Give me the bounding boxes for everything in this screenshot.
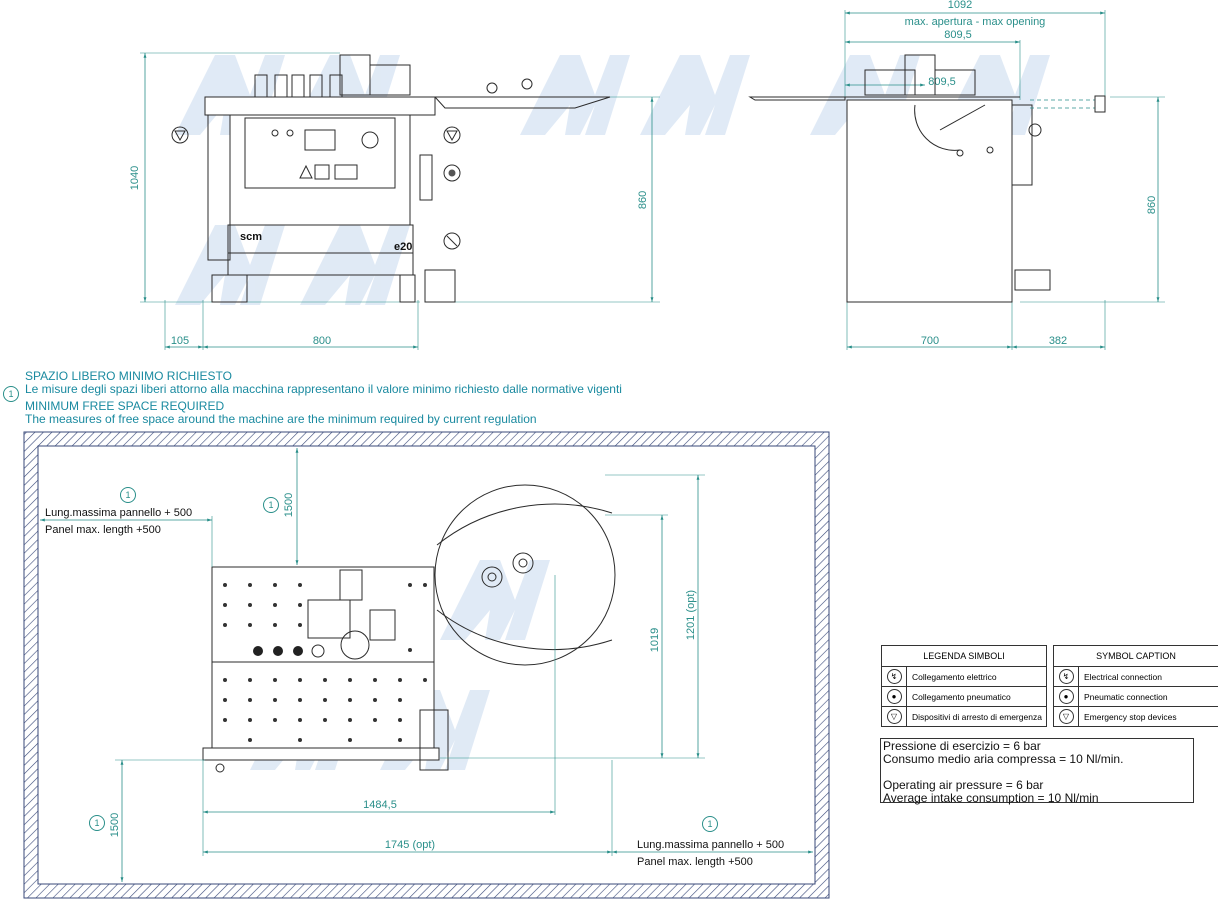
plan-ref-circle-right: 1: [702, 816, 718, 832]
dim-front-width-main: 800: [313, 335, 331, 347]
legend-italian: LEGENDA SIMBOLI ↯ Collegamento elettrico…: [881, 645, 1047, 727]
plan-view: 1500 1500 1019 1201 (opt) 1484,5 1745 (o…: [23, 431, 830, 899]
plan-panel-label-en-left: Panel max. length +500: [45, 524, 161, 536]
note-ref-circle: 1: [3, 386, 19, 402]
note-title-it: SPAZIO LIBERO MINIMO RICHIESTO: [25, 369, 232, 383]
pressure-line: Operating air pressure = 6 bar: [883, 778, 1044, 792]
dim-front-width-left: 105: [171, 335, 189, 347]
dim-front-height-table: 860: [637, 191, 649, 209]
plan-panel-label-it-left: Lung.massima pannello + 500: [45, 507, 192, 519]
dim-plan-1201: 1201 (opt): [685, 590, 697, 640]
dim-plan-1484: 1484,5: [363, 799, 397, 811]
legend-label: Collegamento pneumatico: [912, 691, 1011, 702]
legend-row: ▽ Dispositivi di arresto di emergenza: [882, 707, 1046, 726]
plan-panel-label-it-right: Lung.massima pannello + 500: [637, 839, 784, 851]
pneumatic-icon: ●: [1058, 689, 1074, 704]
front-brand-logo: scm: [240, 231, 262, 243]
legend-label: Electrical connection: [1084, 671, 1162, 682]
pneumatic-icon: ●: [886, 689, 902, 704]
legend-header: LEGENDA SIMBOLI: [882, 646, 1046, 667]
note-ref-number: 1: [8, 389, 14, 399]
legend-label: Dispositivi di arresto di emergenza: [912, 711, 1042, 722]
legend-row: ● Collegamento pneumatico: [882, 687, 1046, 707]
dim-side-depth-main: 700: [921, 335, 939, 347]
dim-side-opening-2: 809,5: [928, 76, 956, 88]
legend-row: ↯ Electrical connection: [1054, 667, 1218, 687]
front-model-label: e20: [394, 241, 412, 253]
dim-plan-1745: 1745 (opt): [385, 839, 435, 851]
dim-side-opening-1: 809,5: [944, 29, 972, 41]
plan-ref-circle-top: 1: [263, 497, 279, 513]
plan-ref-circle-bottom: 1: [89, 815, 105, 831]
pressure-line: Pressione di esercizio = 6 bar: [883, 739, 1041, 753]
plan-ref-number: 1: [125, 490, 131, 500]
legend-row: ▽ Emergency stop devices: [1054, 707, 1218, 726]
legend-label: Emergency stop devices: [1084, 711, 1177, 722]
legend-row: ↯ Collegamento elettrico: [882, 667, 1046, 687]
dim-side-height-table: 860: [1146, 196, 1158, 214]
dim-side-width-total: 1092: [948, 0, 972, 11]
side-view: 1092 max. apertura - max opening 809,5 8…: [748, 0, 1165, 350]
dim-front-height-total: 1040: [129, 166, 141, 190]
legend-english: SYMBOL CAPTION ↯ Electrical connection ●…: [1053, 645, 1218, 727]
note-text-it: Le misure degli spazi liberi attorno all…: [25, 382, 622, 396]
legend-label: Pneumatic connection: [1084, 691, 1168, 702]
dim-plan-bottom-clearance: 1500: [109, 813, 121, 837]
electrical-icon: ↯: [886, 669, 902, 684]
legend-header: SYMBOL CAPTION: [1054, 646, 1218, 667]
pressure-info-box: Pressione di esercizio = 6 bar Consumo m…: [880, 738, 1194, 805]
emergency-stop-icon: ▽: [1058, 709, 1074, 724]
note-text-en: The measures of free space around the ma…: [25, 412, 537, 426]
pressure-line: Consumo medio aria compressa = 10 Nl/min…: [883, 752, 1124, 766]
dim-side-depth-extra: 382: [1049, 335, 1067, 347]
plan-ref-number: 1: [268, 500, 274, 510]
plan-ref-number: 1: [707, 819, 713, 829]
front-view: 1040 860 105 800 scm e20: [129, 52, 660, 350]
electrical-icon: ↯: [1058, 669, 1074, 684]
note-title-en: MINIMUM FREE SPACE REQUIRED: [25, 399, 225, 413]
pressure-line: Average intake consumption = 10 Nl/min: [883, 791, 1099, 805]
emergency-stop-icon: ▽: [886, 709, 902, 724]
legend-label: Collegamento elettrico: [912, 671, 997, 682]
legend-row: ● Pneumatic connection: [1054, 687, 1218, 707]
plan-ref-circle-left: 1: [120, 487, 136, 503]
dim-plan-1019: 1019: [649, 628, 661, 652]
plan-ref-number: 1: [94, 818, 100, 828]
plan-panel-label-en-right: Panel max. length +500: [637, 856, 753, 868]
side-max-opening-label: max. apertura - max opening: [905, 16, 1046, 28]
dim-plan-top-clearance: 1500: [283, 493, 295, 517]
